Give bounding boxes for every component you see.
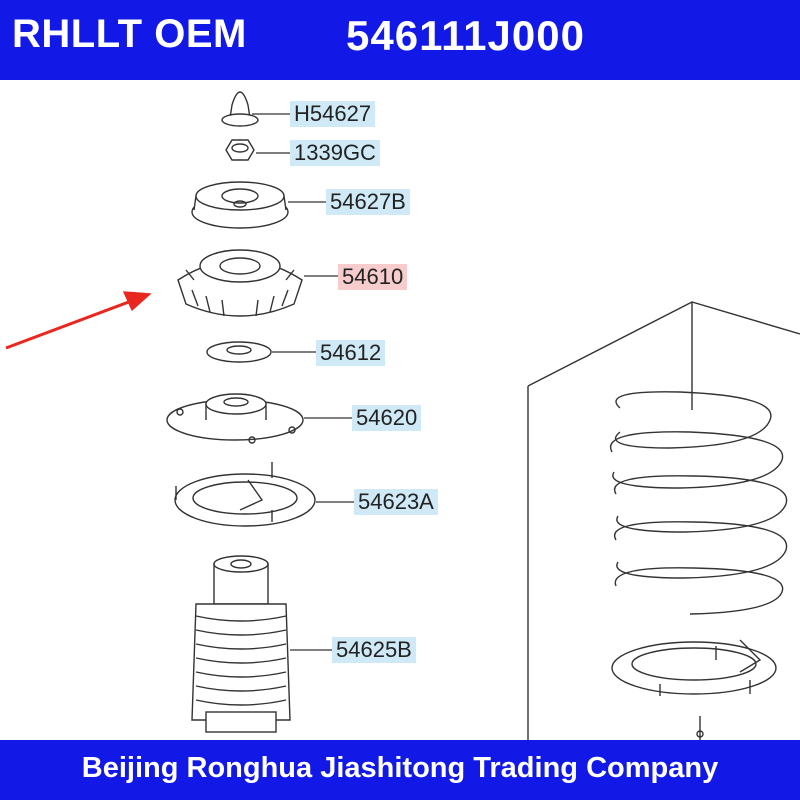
diagram-drawing (5, 91, 800, 740)
callout-54620: 54620 (352, 405, 422, 431)
dust-boot-part (191, 555, 291, 733)
callout-54625b: 54625B (332, 637, 416, 663)
header-banner: RHLLT OEM 546111J000 (0, 0, 800, 80)
callout-h54627: H54627 (290, 101, 376, 127)
company-name: Beijing Ronghua Jiashitong Trading Compa… (81, 752, 719, 784)
coil-spring-assembly (527, 301, 800, 740)
mount-cap-part (191, 181, 289, 229)
bump-cap-part (221, 91, 259, 127)
washer-part (206, 341, 272, 363)
parts-diagram: H54627 1339GC 54627B 54610 54612 54620 5… (0, 80, 800, 740)
nut-part (225, 139, 255, 161)
callout-54612: 54612 (316, 340, 386, 366)
strut-mount-part (166, 393, 304, 444)
brand-title: RHLLT OEM (12, 12, 247, 56)
part-number: 546111J000 (346, 12, 585, 59)
callout-54627b: 54627B (326, 189, 410, 215)
callout-54610: 54610 (338, 264, 408, 290)
spring-seat-part (174, 462, 316, 527)
callout-1339gc: 1339GC (290, 140, 380, 166)
insulator-part (177, 249, 303, 317)
callout-54623a: 54623A (354, 489, 438, 515)
leader-lines (252, 113, 354, 651)
footer-banner: Beijing Ronghua Jiashitong Trading Compa… (0, 740, 800, 800)
red-arrow (5, 291, 152, 350)
